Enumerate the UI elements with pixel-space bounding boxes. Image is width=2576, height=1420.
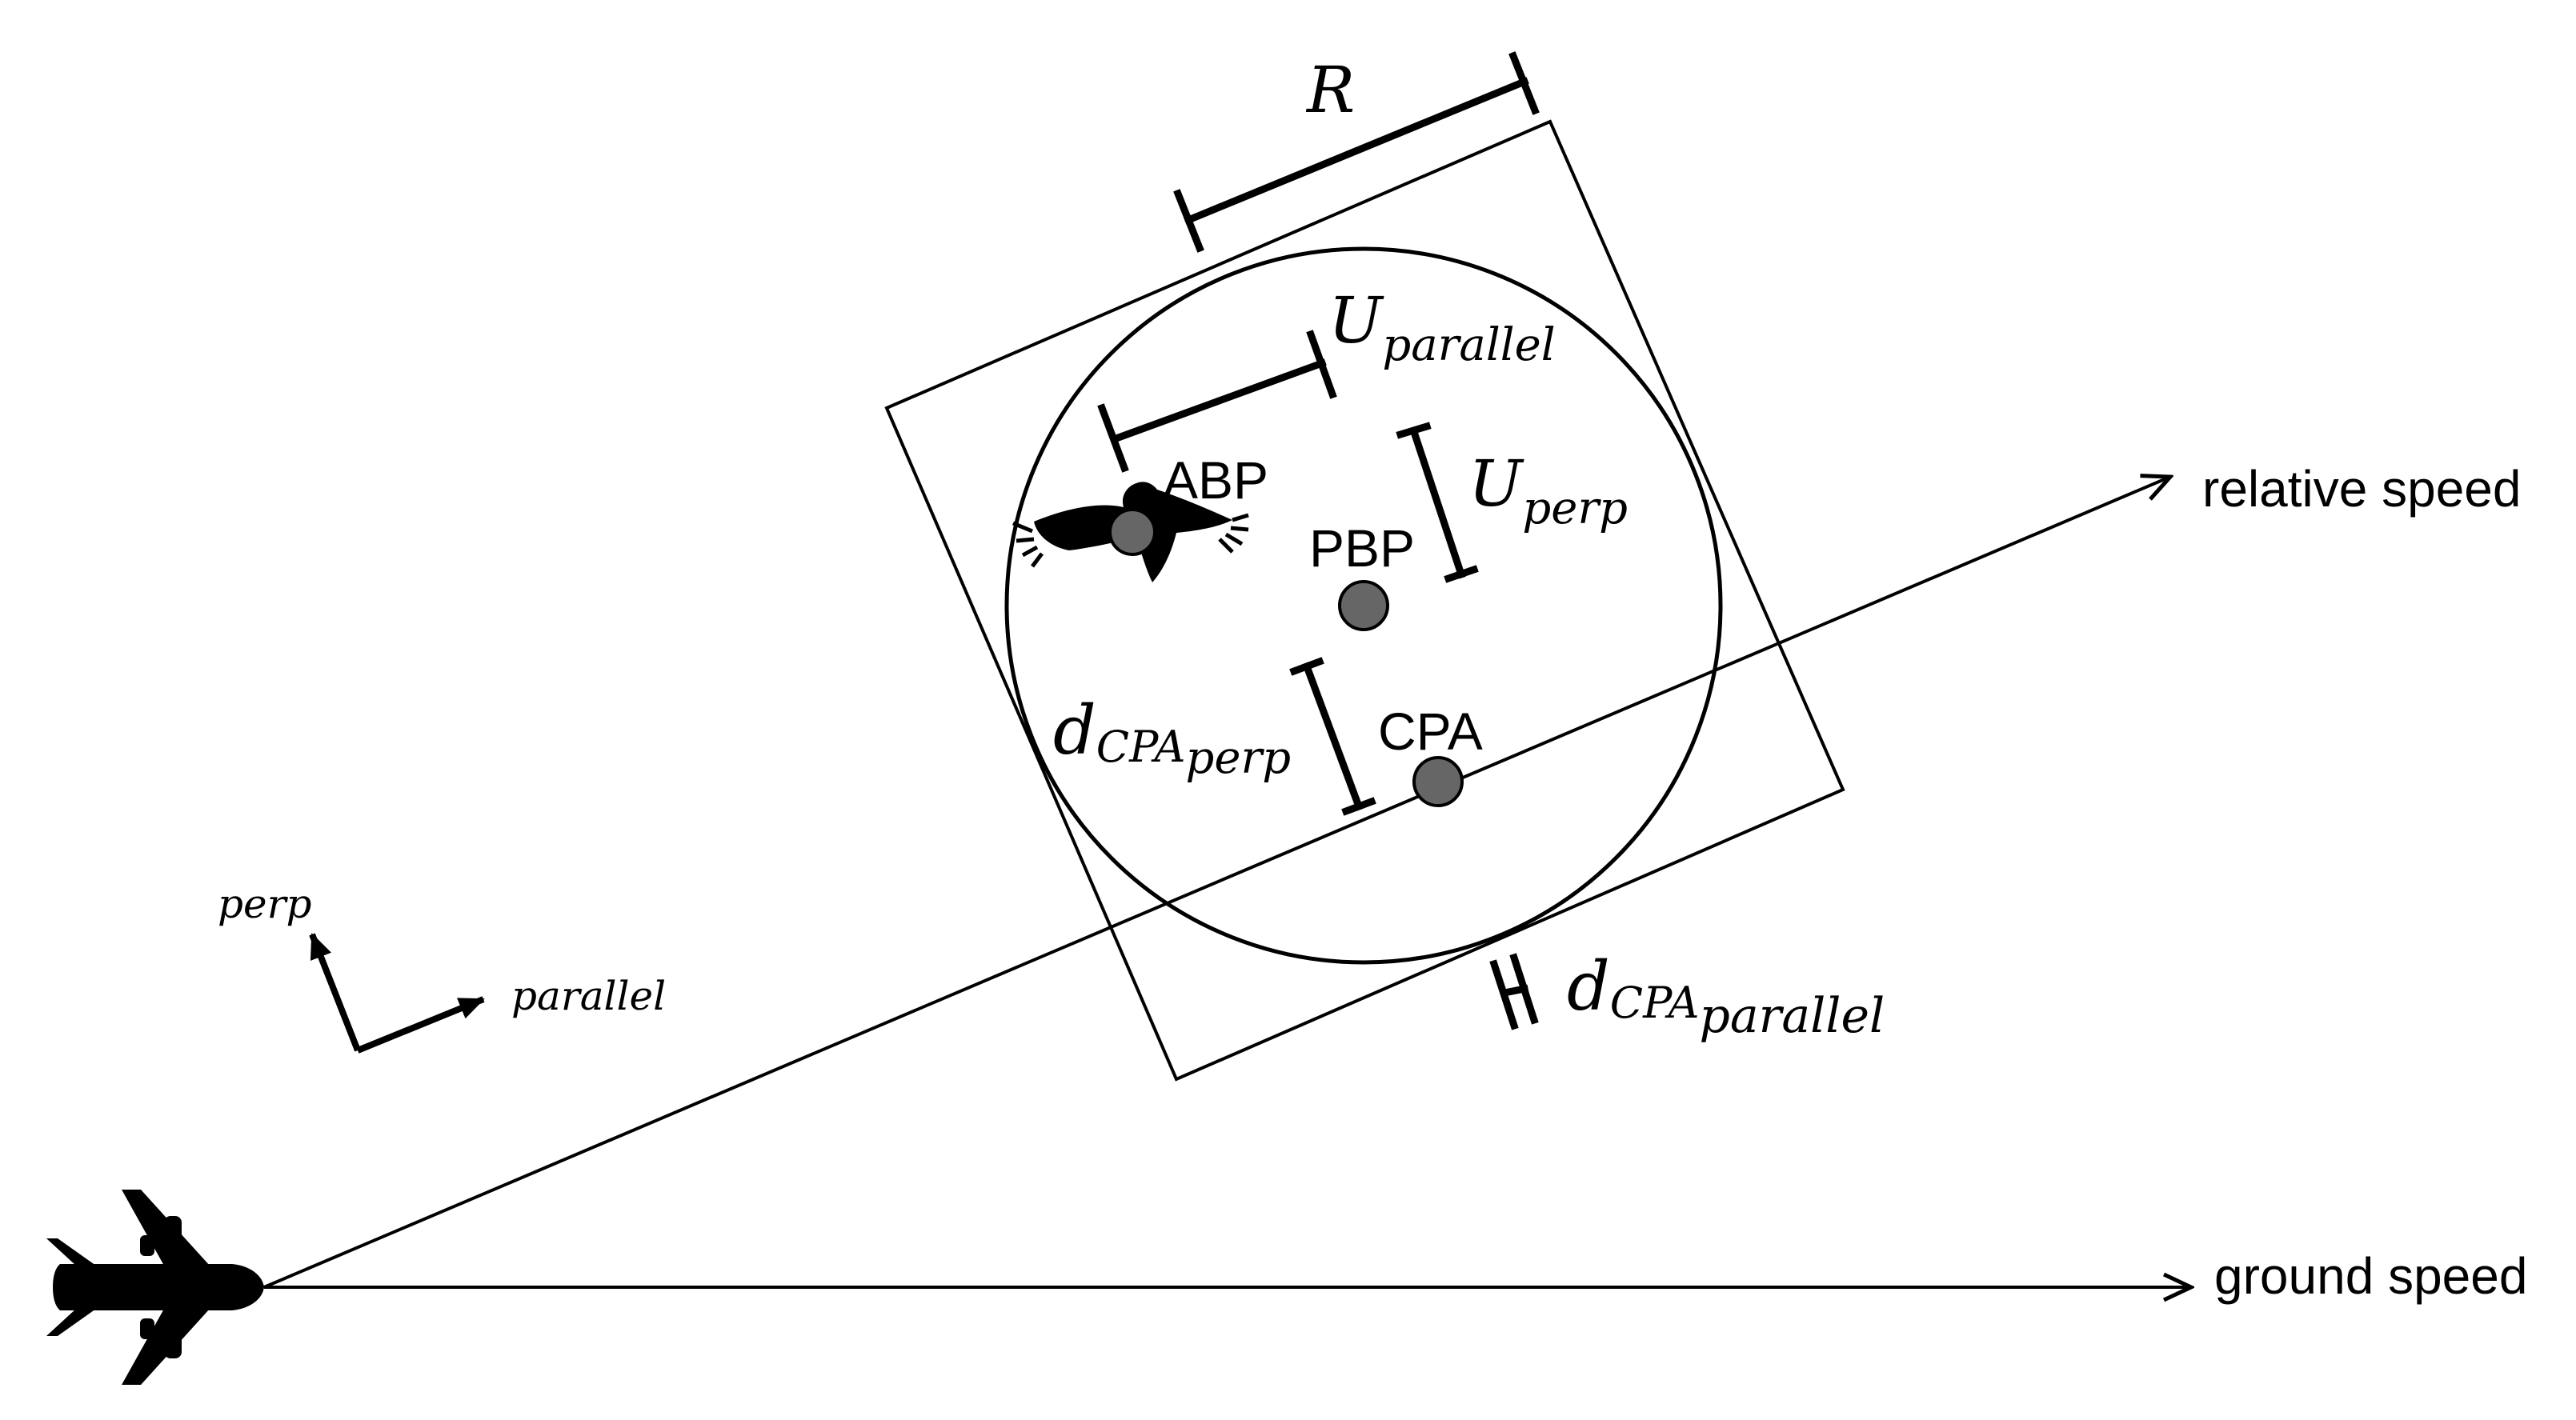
abp-point — [1108, 508, 1156, 556]
u-parallel-letter: U — [1328, 283, 1384, 358]
axis-parallel-label: parallel — [511, 973, 666, 1019]
u-perp-dimension — [1396, 422, 1479, 583]
airplane-icon — [46, 1190, 264, 1385]
pbp-point — [1338, 580, 1389, 631]
relative-speed-arrow — [263, 477, 2170, 1289]
ground-speed-label: ground speed — [2214, 1247, 2527, 1305]
cpa-label: CPA — [1378, 702, 1483, 761]
d-cpa-perp-subsubscript: perp — [1185, 732, 1291, 784]
u-perp-label: Uperp — [1468, 446, 1628, 534]
u-parallel-dimension — [1097, 330, 1337, 473]
d-cpa-perp-dimension — [1289, 657, 1376, 816]
relative-speed-label: relative speed — [2202, 460, 2521, 518]
u-perp-letter: U — [1468, 446, 1524, 521]
u-parallel-subscript: parallel — [1382, 319, 1555, 371]
d-cpa-parallel-letter: d — [1567, 947, 1610, 1026]
d-cpa-parallel-dimension — [1489, 953, 1539, 1030]
cpa-point — [1412, 756, 1464, 807]
u-parallel-label: Uparallel — [1328, 283, 1556, 371]
d-cpa-perp-subscript: CPA — [1096, 722, 1186, 772]
axis-indicator — [309, 933, 485, 1054]
d-cpa-perp-label: dCPAperp — [1053, 691, 1291, 784]
axis-perp-label: perp — [218, 881, 312, 927]
radius-dimension — [1173, 51, 1540, 253]
bounding-square — [884, 119, 1845, 1082]
d-cpa-perp-letter: d — [1053, 691, 1096, 770]
radius-circle — [1004, 246, 1723, 965]
d-cpa-parallel-subscript: CPA — [1610, 978, 1700, 1028]
d-cpa-parallel-label: dCPAparallel — [1567, 947, 1885, 1044]
pbp-label: PBP — [1309, 518, 1415, 578]
d-cpa-parallel-subsubscript: parallel — [1699, 988, 1885, 1044]
radius-label: R — [1305, 53, 1355, 127]
u-perp-subscript: perp — [1522, 482, 1628, 534]
abp-label: ABP — [1163, 450, 1268, 510]
